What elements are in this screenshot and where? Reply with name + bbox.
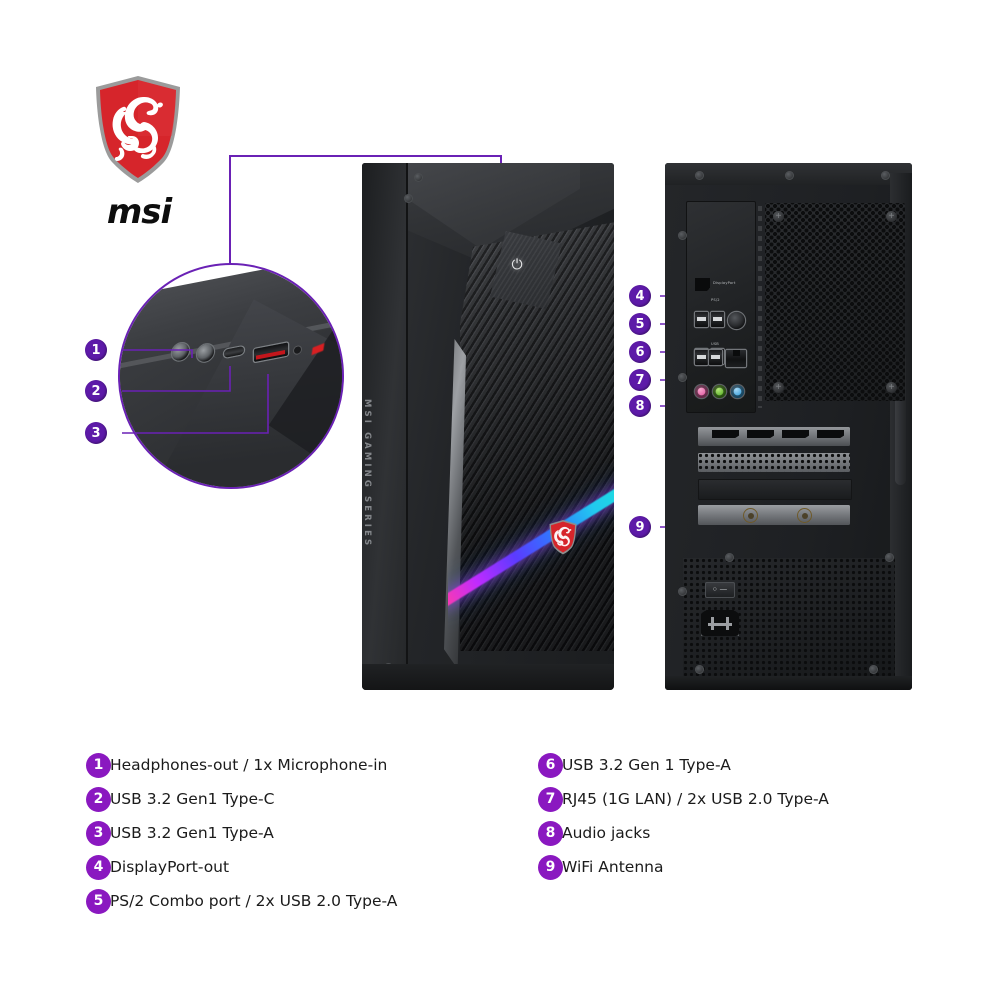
gpu-display-output-icon <box>747 430 774 438</box>
case-screw <box>678 373 687 382</box>
fan-screw <box>773 211 784 222</box>
legend-badge-7[interactable]: 7 <box>538 786 563 812</box>
callout-badge-6[interactable]: 6 <box>629 341 651 363</box>
gpu-display-output-icon <box>782 430 809 438</box>
legend-label-9: 2x WiFi Antenna <box>538 858 664 876</box>
case-screw <box>695 665 704 674</box>
case-screw <box>414 173 423 182</box>
displayport-port-icon <box>695 278 710 291</box>
gaming-series-text: MSI GAMING SERIES <box>362 399 372 549</box>
case-screw <box>678 587 687 596</box>
case-screw <box>881 171 890 180</box>
power-button-plate[interactable] <box>490 231 562 309</box>
legend-item: 3 1x USB 3.2 Gen1 Type-A <box>86 816 397 850</box>
legend-item: 6 2x USB 3.2 Gen 1 Type-A <box>538 748 829 782</box>
legend-label-3: 1x USB 3.2 Gen1 Type-A <box>86 824 274 842</box>
psu-panel <box>683 558 895 676</box>
port-legend: 1 1x Headphones-out / 1x Microphone-in 2… <box>0 748 1000 928</box>
gpu-display-output-icon <box>712 430 739 438</box>
legend-item: 1 1x Headphones-out / 1x Microphone-in <box>86 748 397 782</box>
rj45-lan-port-icon <box>726 350 746 367</box>
usb2-label: USB <box>711 342 719 346</box>
legend-column-right: 6 2x USB 3.2 Gen 1 Type-A 7 1x RJ45 (1G … <box>538 748 829 884</box>
tower-base <box>362 664 614 690</box>
callout-badge-1[interactable]: 1 <box>85 339 107 361</box>
legend-item: 4 1x DisplayPort-out <box>86 850 397 884</box>
rear-fan-grille <box>765 203 905 401</box>
legend-badge-5[interactable]: 5 <box>86 888 111 914</box>
power-icon[interactable]: ⏻ <box>511 256 523 272</box>
legend-badge-1[interactable]: 1 <box>86 752 111 778</box>
front-io-leader-lines <box>122 349 269 434</box>
audio-jack-linein-icon <box>731 385 744 398</box>
case-screw <box>678 231 687 240</box>
legend-badge-8[interactable]: 8 <box>538 820 563 846</box>
legend-column-left: 1 1x Headphones-out / 1x Microphone-in 2… <box>86 748 397 918</box>
msi-dragon-shield-icon <box>548 519 578 555</box>
rear-handle <box>895 353 906 485</box>
msi-brand-logo: msi <box>78 74 200 232</box>
case-screw <box>885 553 894 562</box>
msi-wordmark: msi <box>106 192 172 232</box>
usb-2-port-icon <box>695 312 708 327</box>
legend-item: 5 1x PS/2 Combo port / 2x USB 2.0 Type-A <box>86 884 397 918</box>
callout-badge-5[interactable]: 5 <box>629 313 651 335</box>
audio-jack-mic-icon <box>695 385 708 398</box>
case-screw <box>695 171 704 180</box>
usb-2-port-icon <box>695 350 708 365</box>
tower-side-panel <box>362 163 408 690</box>
ps2-label: PS/2 <box>711 298 720 302</box>
case-screw <box>869 665 878 674</box>
legend-badge-3[interactable]: 3 <box>86 820 111 846</box>
psu-power-switch[interactable] <box>705 582 735 598</box>
callout-badge-2[interactable]: 2 <box>85 380 107 402</box>
wifi-antenna-bracket <box>698 505 850 525</box>
gpu-display-output-icon <box>817 430 844 438</box>
legend-badge-9[interactable]: 9 <box>538 854 563 880</box>
legend-label-1: 1x Headphones-out / 1x Microphone-in <box>86 756 388 774</box>
expansion-slot-vent <box>698 453 850 472</box>
legend-label-2: 1x USB 3.2 Gen1 Type-C <box>86 790 275 808</box>
callout-badge-4[interactable]: 4 <box>629 285 651 307</box>
front-tower-view: MSI GAMING SERIES ⏻ <box>362 163 614 690</box>
wifi-antenna-connector-icon <box>744 509 757 522</box>
legend-badge-2[interactable]: 2 <box>86 786 111 812</box>
case-screw <box>785 171 794 180</box>
legend-item: 2 1x USB 3.2 Gen1 Type-C <box>86 782 397 816</box>
legend-label-7: 1x RJ45 (1G LAN) / 2x USB 2.0 Type-A <box>538 790 829 808</box>
callout-badge-9[interactable]: 9 <box>629 516 651 538</box>
legend-item: 7 1x RJ45 (1G LAN) / 2x USB 2.0 Type-A <box>538 782 829 816</box>
legend-label-8: 3x Audio jacks <box>538 824 651 842</box>
msi-dragon-shield-icon <box>92 74 184 186</box>
audio-jack-lineout-icon <box>713 385 726 398</box>
callout-badge-8[interactable]: 8 <box>629 395 651 417</box>
front-io-magnifier <box>118 263 344 489</box>
gpu-bracket <box>698 427 850 446</box>
case-screw <box>404 194 413 203</box>
callout-badge-7[interactable]: 7 <box>629 369 651 391</box>
callout-badge-3[interactable]: 3 <box>85 422 107 444</box>
expansion-slot-cover <box>698 479 852 500</box>
fan-screw <box>886 382 897 393</box>
legend-badge-4[interactable]: 4 <box>86 854 111 880</box>
legend-label-5: 1x PS/2 Combo port / 2x USB 2.0 Type-A <box>86 892 398 910</box>
wifi-antenna-connector-icon <box>798 509 811 522</box>
legend-label-6: 2x USB 3.2 Gen 1 Type-A <box>538 756 731 774</box>
legend-item: 8 3x Audio jacks <box>538 816 829 850</box>
fan-screw <box>773 382 784 393</box>
legend-label-4: 1x DisplayPort-out <box>86 858 230 876</box>
rear-tower-view: DisplayPort PS/2 SS-USB <box>665 163 912 690</box>
legend-item: 9 2x WiFi Antenna <box>538 850 829 884</box>
legend-badge-6[interactable]: 6 <box>538 752 563 778</box>
usb-2-port-icon <box>711 312 724 327</box>
power-inlet-icon <box>701 610 739 636</box>
displayport-label: DisplayPort <box>713 281 736 285</box>
usb-2-port-icon <box>709 350 722 365</box>
ps2-combo-port-icon <box>728 312 745 329</box>
rear-io-panel: DisplayPort PS/2 SS-USB <box>686 201 762 413</box>
fan-screw <box>886 211 897 222</box>
rear-base <box>665 676 912 690</box>
case-screw <box>725 553 734 562</box>
